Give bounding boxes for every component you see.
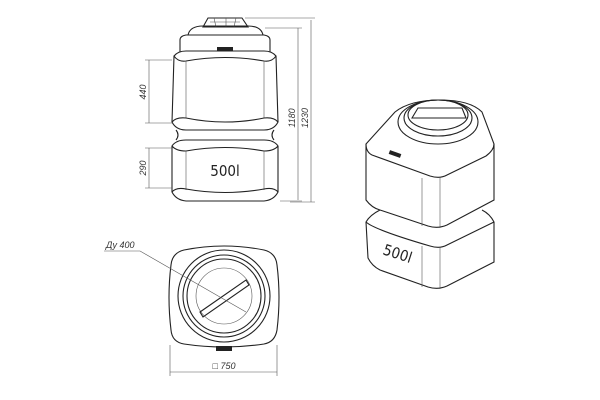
dim-height-body: 1180 (287, 108, 297, 127)
label-plate-top (216, 346, 232, 351)
dim-lower-panel: 290 (138, 160, 148, 176)
neck (179, 34, 271, 52)
lid-top (202, 17, 250, 28)
dim-height-total: 1230 (300, 108, 310, 128)
iso-lid-handle (411, 107, 467, 119)
volume-label-front: 500l (210, 162, 240, 180)
volume-label-iso: 500l (381, 241, 415, 267)
front-view: 500l (171, 17, 279, 202)
lid-cap (187, 25, 264, 36)
dim-neck: Ду 400 (105, 240, 134, 250)
front-dimensions: 440 290 1180 1230 (138, 17, 315, 203)
waist (175, 129, 275, 141)
upper-body (171, 55, 279, 123)
lower-body (171, 146, 279, 192)
top-view: Ду 400 □ 750 (104, 240, 280, 376)
isometric-view: 500l (365, 99, 495, 289)
dim-upper-panel: 440 (138, 84, 148, 99)
lid-handle (199, 279, 250, 318)
dim-width: □ 750 (213, 361, 236, 371)
label-plate (217, 47, 233, 51)
